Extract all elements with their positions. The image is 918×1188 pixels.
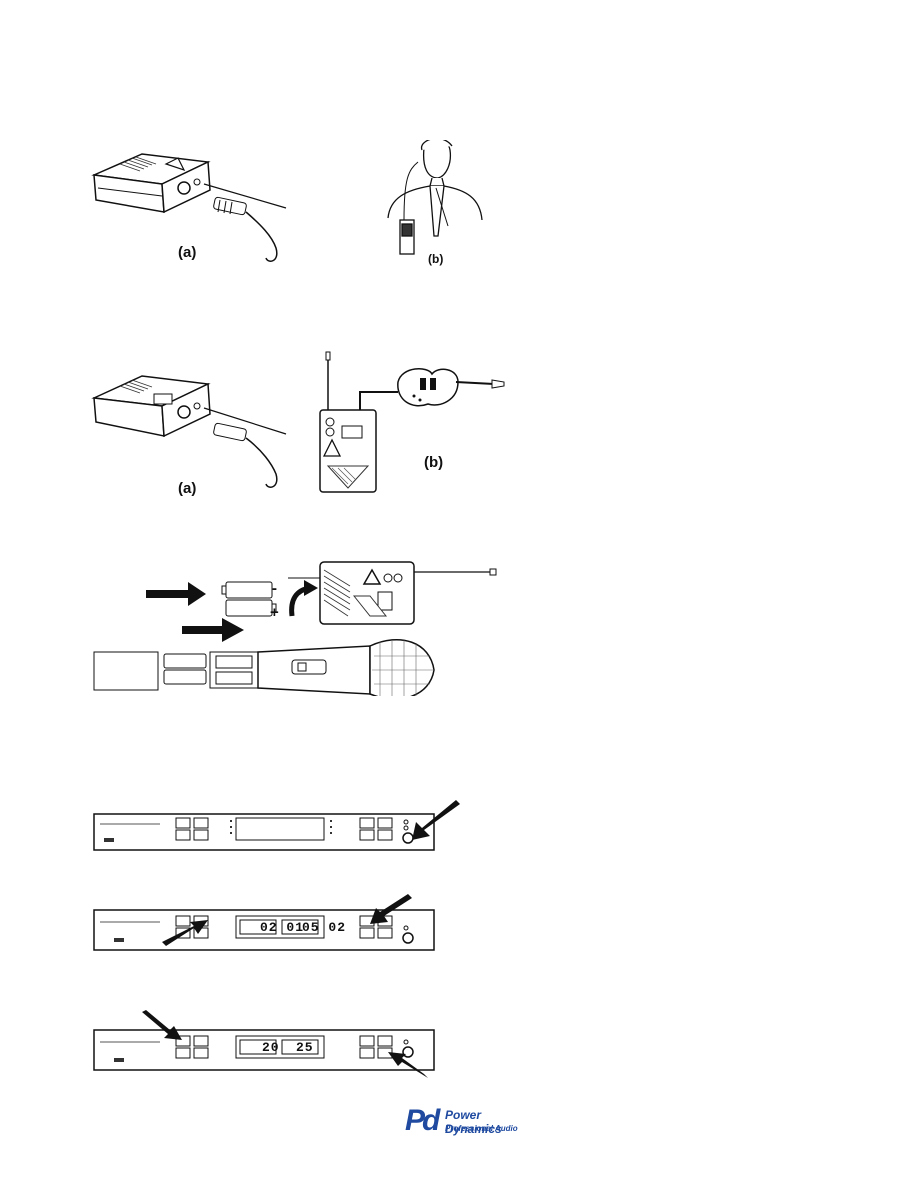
power-dynamics-logo: Pd Power Dynamics Professional Audio	[405, 1104, 531, 1138]
battery-install-illustration	[93, 561, 497, 696]
figure-bodypack-guitar: (a) (b)	[80, 348, 520, 498]
battery-minus-sign: -	[272, 580, 277, 597]
battery-plus-sign: +	[270, 604, 279, 621]
figure-bodypack-lavalier: (a) (b)	[80, 140, 500, 270]
figure-battery-install: - +	[80, 556, 500, 696]
logo-line1: Power Dynamics	[445, 1108, 502, 1136]
figure-label-b: (b)	[428, 252, 444, 266]
bodypack-guitar-illustration	[91, 351, 505, 493]
receiver-set-illustration	[93, 894, 435, 951]
bodypack-lavalier-illustration	[91, 140, 483, 262]
lcd-right-readout: 05 02	[302, 920, 347, 935]
logo-line2: Professional Audio	[445, 1124, 518, 1133]
figure-receiver-updown: 20 25	[90, 1010, 470, 1086]
receiver-power-illustration	[93, 800, 460, 851]
receiver-updown-illustration	[93, 1010, 435, 1078]
lcd-right-readout: 25	[296, 1040, 314, 1055]
figure-label-b: (b)	[424, 454, 444, 471]
figure-receiver-set-channel: 02 01 05 02	[90, 894, 470, 956]
figure-receiver-power	[90, 800, 470, 860]
lcd-left-readout: 02 01	[260, 920, 305, 935]
figure-label-a: (a)	[178, 244, 197, 261]
logo-mark: Pd	[405, 1104, 440, 1137]
figure-label-a: (a)	[178, 480, 197, 497]
lcd-left-readout: 20	[262, 1040, 280, 1055]
